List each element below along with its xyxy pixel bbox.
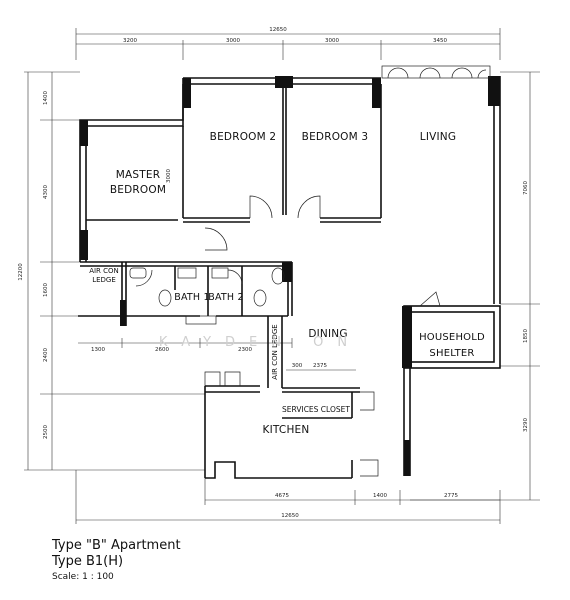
inner-dimensions [78,338,356,371]
dim-bottom-1: 4675 [275,493,289,499]
dim-right-lower: 3290 [523,418,529,432]
dim-left-2: 4300 [43,185,49,199]
room-aircon-ledge-l1: AIR CON [89,267,119,275]
room-services-closet: SERVICES CLOSET [282,405,350,414]
dim-overall-height: 12200 [18,263,24,281]
room-aircon-ledge-l2: LEDGE [92,276,116,284]
dim-bottom-2: 1400 [373,493,387,499]
plan-caption: Type "B" Apartment Type B1(H) Scale: 1 :… [52,538,181,584]
bottom-dimensions [75,470,501,524]
room-master-bedroom-l2: BEDROOM [110,184,166,196]
dim-top-2: 3000 [226,38,240,44]
dim-left-4: 2400 [43,348,49,362]
bath-fixtures [129,267,285,325]
dim-left-1: 1400 [43,91,49,105]
dim-row-2600: 2600 [155,347,169,353]
room-living: LIVING [420,131,456,143]
dim-left-5: 2500 [43,425,49,439]
dim-overall-top: 12650 [269,27,287,33]
caption-apartment-subtype: Type B1(H) [52,554,124,569]
dim-top-3: 3000 [325,38,339,44]
top-dimensions [75,28,501,60]
dim-top-4: 3450 [433,38,447,44]
room-bath-1: BATH 1 [174,292,210,303]
room-bath-2: BATH 2 [208,292,244,303]
room-kitchen: KITCHEN [263,424,310,436]
watermark: KAYDEN ON [159,335,361,350]
doors [135,195,441,477]
wall-blocks [80,76,500,476]
room-dining: DINING [308,328,347,340]
dim-bottom-3: 2775 [444,493,458,499]
dim-top-1: 3200 [123,38,137,44]
room-household-l2: SHELTER [429,348,474,359]
dim-overall-bottom: 12650 [281,513,299,519]
room-household-l1: HOUSEHOLD [419,332,485,343]
room-bedroom-3: BEDROOM 3 [302,131,369,143]
dim-shelter-height: 1850 [523,329,529,343]
dim-master-depth: 3000 [166,169,172,183]
dim-left-3: 1600 [43,283,49,297]
left-dimensions [24,71,205,471]
caption-scale: Scale: 1 : 100 [52,572,114,582]
living-window [381,65,491,79]
caption-apartment-type: Type "B" Apartment [52,538,181,553]
dim-300: 300 [292,363,303,369]
dim-2375: 2375 [313,363,327,369]
dim-row-2300: 2300 [238,347,252,353]
room-bedroom-2: BEDROOM 2 [210,131,277,143]
room-aircon-ledge-vertical: AIR CON LEDGE [271,324,279,379]
dim-row-1300: 1300 [91,347,105,353]
room-master-bedroom-l1: MASTER [116,169,160,181]
dim-living-depth: 7060 [523,181,529,195]
